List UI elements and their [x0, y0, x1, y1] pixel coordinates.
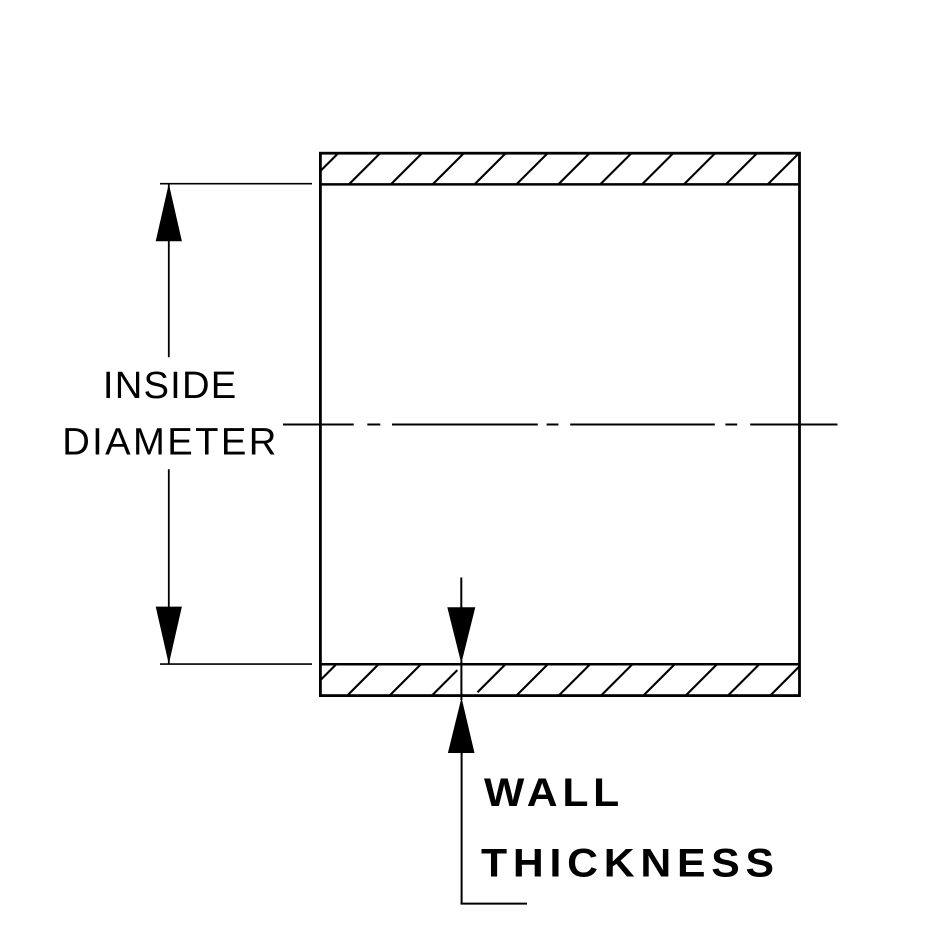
svg-text:WALL: WALL: [484, 769, 624, 815]
svg-text:THICKNESS: THICKNESS: [481, 839, 780, 885]
svg-text:DIAMETER: DIAMETER: [62, 420, 279, 463]
svg-text:INSIDE: INSIDE: [103, 364, 238, 407]
